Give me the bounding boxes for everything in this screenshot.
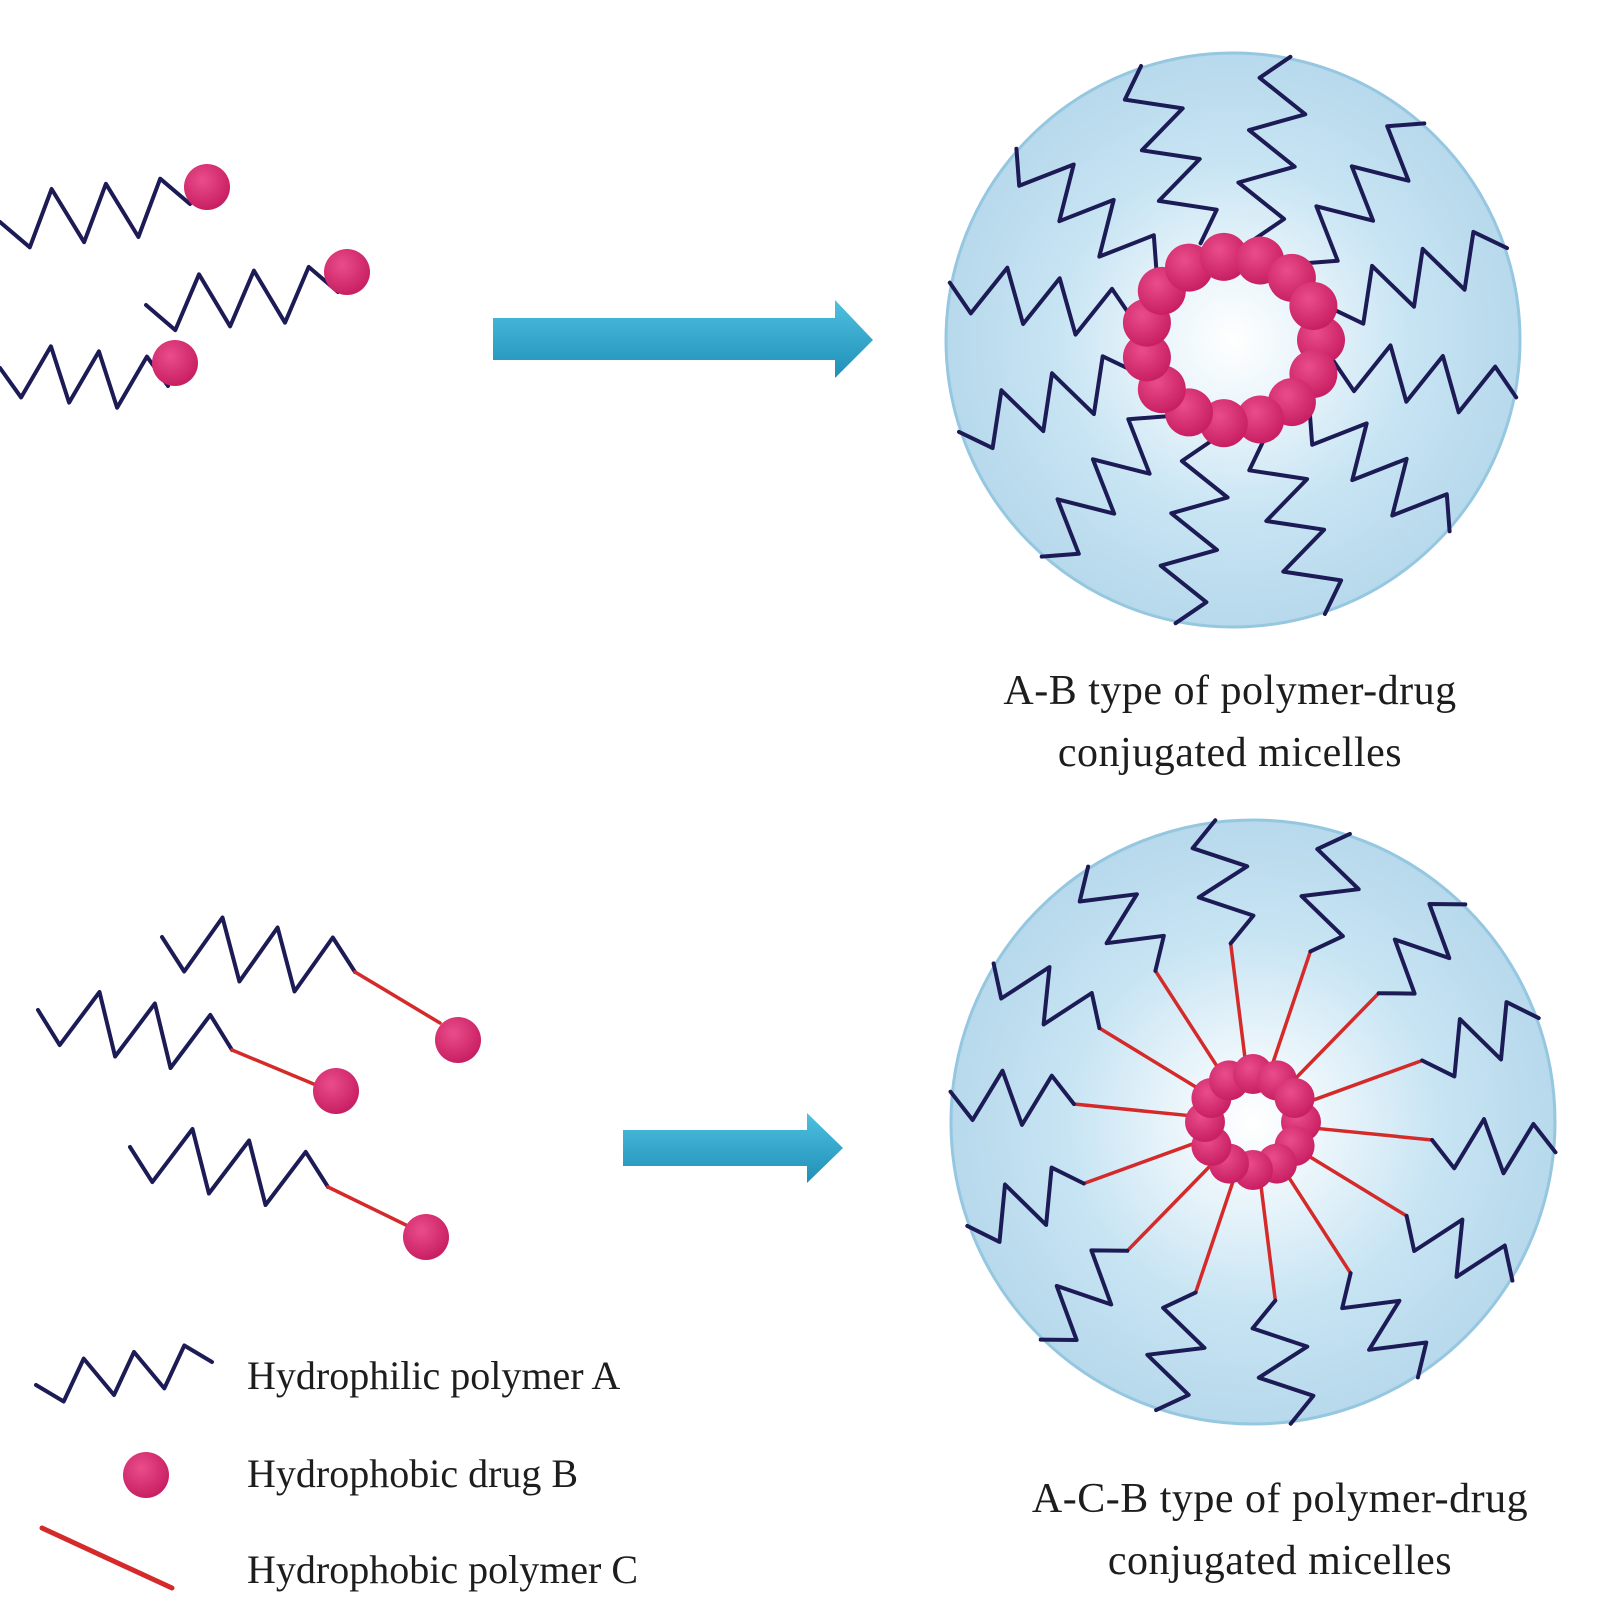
hydrophobic-linker: [1258, 1181, 1278, 1303]
hydrophilic-chain: [1014, 146, 1159, 275]
drug-particle: [1236, 395, 1285, 444]
hydrophilic-chain: [1039, 414, 1168, 559]
hydrophilic-chain: [0, 344, 170, 410]
drug-particle: [435, 1017, 481, 1063]
hydrophilic-chain: [947, 265, 1135, 337]
hydrophilic-chain: [1340, 1271, 1429, 1380]
hydrophilic-chain: [1190, 818, 1256, 946]
hydrophobic-linker: [1284, 1172, 1353, 1275]
hydrophobic-linker: [1153, 969, 1222, 1072]
legend-label-polymer-c: Hydrophobic polymer C: [247, 1547, 639, 1592]
hydrophilic-chain: [991, 961, 1102, 1031]
hydrophilic-chain: [1299, 831, 1361, 954]
drug-particle: [1199, 232, 1248, 281]
hydrophobic-linker: [1193, 1179, 1235, 1295]
hydrophilic-chain: [1038, 1248, 1130, 1342]
hydrophobic-linker: [1097, 1026, 1202, 1092]
acb-caption-line1: A-C-B type of polymer-drug: [1031, 1476, 1529, 1522]
hydrophobic-linker: [1082, 1141, 1197, 1186]
drug-particle: [403, 1214, 449, 1260]
drug-particle: [184, 164, 230, 210]
acb-caption-line2: conjugated micelles: [1107, 1538, 1453, 1584]
hydrophilic-chain: [1307, 405, 1452, 534]
legend-hydrophilic-chain-icon: [34, 1343, 214, 1404]
drug-particle: [313, 1068, 359, 1114]
hydrophilic-chain: [0, 176, 192, 250]
hydrophilic-chain: [1250, 1298, 1316, 1426]
hydrophilic-chain: [160, 915, 357, 994]
hydrophobic-linker: [1271, 949, 1313, 1065]
free-acb-conjugates: [36, 915, 481, 1260]
hydrophobic-linker: [1072, 1102, 1194, 1118]
drug-particle: [152, 340, 198, 386]
ab-micelle: [944, 51, 1522, 629]
hydrophobic-linker: [1309, 1058, 1424, 1103]
legend-hydrophobic-linker-icon: [39, 1525, 175, 1591]
ab-caption-line2: conjugated micelles: [1057, 730, 1403, 776]
drug-particle: [324, 249, 370, 295]
hydrophilic-chain: [1430, 1117, 1558, 1176]
legend-label-drug-b: Hydrophobic drug B: [247, 1451, 579, 1496]
hydrophilic-chain: [1236, 54, 1308, 242]
hydrophobic-linker: [1125, 1164, 1212, 1253]
acb-micelle: [948, 818, 1558, 1426]
hydrophilic-chain: [1298, 121, 1427, 266]
hydrophilic-chain: [1247, 434, 1344, 616]
ab-micelle-caption: A-B type of polymer-drug conjugated mice…: [900, 660, 1560, 784]
hydrophilic-chain: [957, 354, 1139, 451]
hydrophilic-chain: [1122, 64, 1219, 246]
acb-micelle-caption: A-C-B type of polymer-drug conjugated mi…: [945, 1468, 1615, 1592]
hydrophilic-chain: [128, 1127, 330, 1207]
hydrophilic-chain: [1331, 343, 1519, 415]
hydrophilic-chain: [965, 1165, 1086, 1244]
hydrophilic-chain: [948, 1068, 1076, 1127]
hydrophobic-linker: [1304, 1152, 1409, 1218]
hydrophilic-chain: [1420, 1000, 1541, 1079]
hydrophilic-chain: [36, 990, 234, 1070]
drug-particle: [1289, 281, 1338, 330]
drug-particle: [1274, 1078, 1315, 1118]
legend-drug-icon: [123, 1452, 169, 1498]
legend-label-polymer-a: Hydrophilic polymer A: [247, 1353, 621, 1398]
drug-particle: [1122, 333, 1171, 382]
hydrophobic-linker: [1294, 991, 1381, 1080]
hydrophilic-chain: [1158, 438, 1230, 626]
legend: [34, 1343, 214, 1591]
hydrophilic-chain: [1145, 1290, 1207, 1413]
hydrophilic-chain: [1376, 902, 1468, 996]
hydrophobic-linker: [353, 970, 442, 1025]
free-ab-conjugates: [0, 164, 370, 410]
ab-caption-line1: A-B type of polymer-drug: [1003, 668, 1457, 714]
legend-chain-path: [34, 1343, 214, 1404]
hydrophilic-chain: [1077, 864, 1166, 973]
bottom-arrow: [623, 1113, 843, 1183]
top-arrow: [493, 300, 873, 378]
hydrophobic-linker: [230, 1048, 318, 1087]
hydrophilic-chain: [1327, 229, 1509, 326]
hydrophobic-linker: [1312, 1126, 1434, 1142]
hydrophilic-chain: [144, 264, 340, 333]
hydrophobic-linker: [326, 1185, 412, 1229]
hydrophobic-linker: [1228, 941, 1248, 1063]
hydrophilic-chain: [1404, 1213, 1515, 1283]
